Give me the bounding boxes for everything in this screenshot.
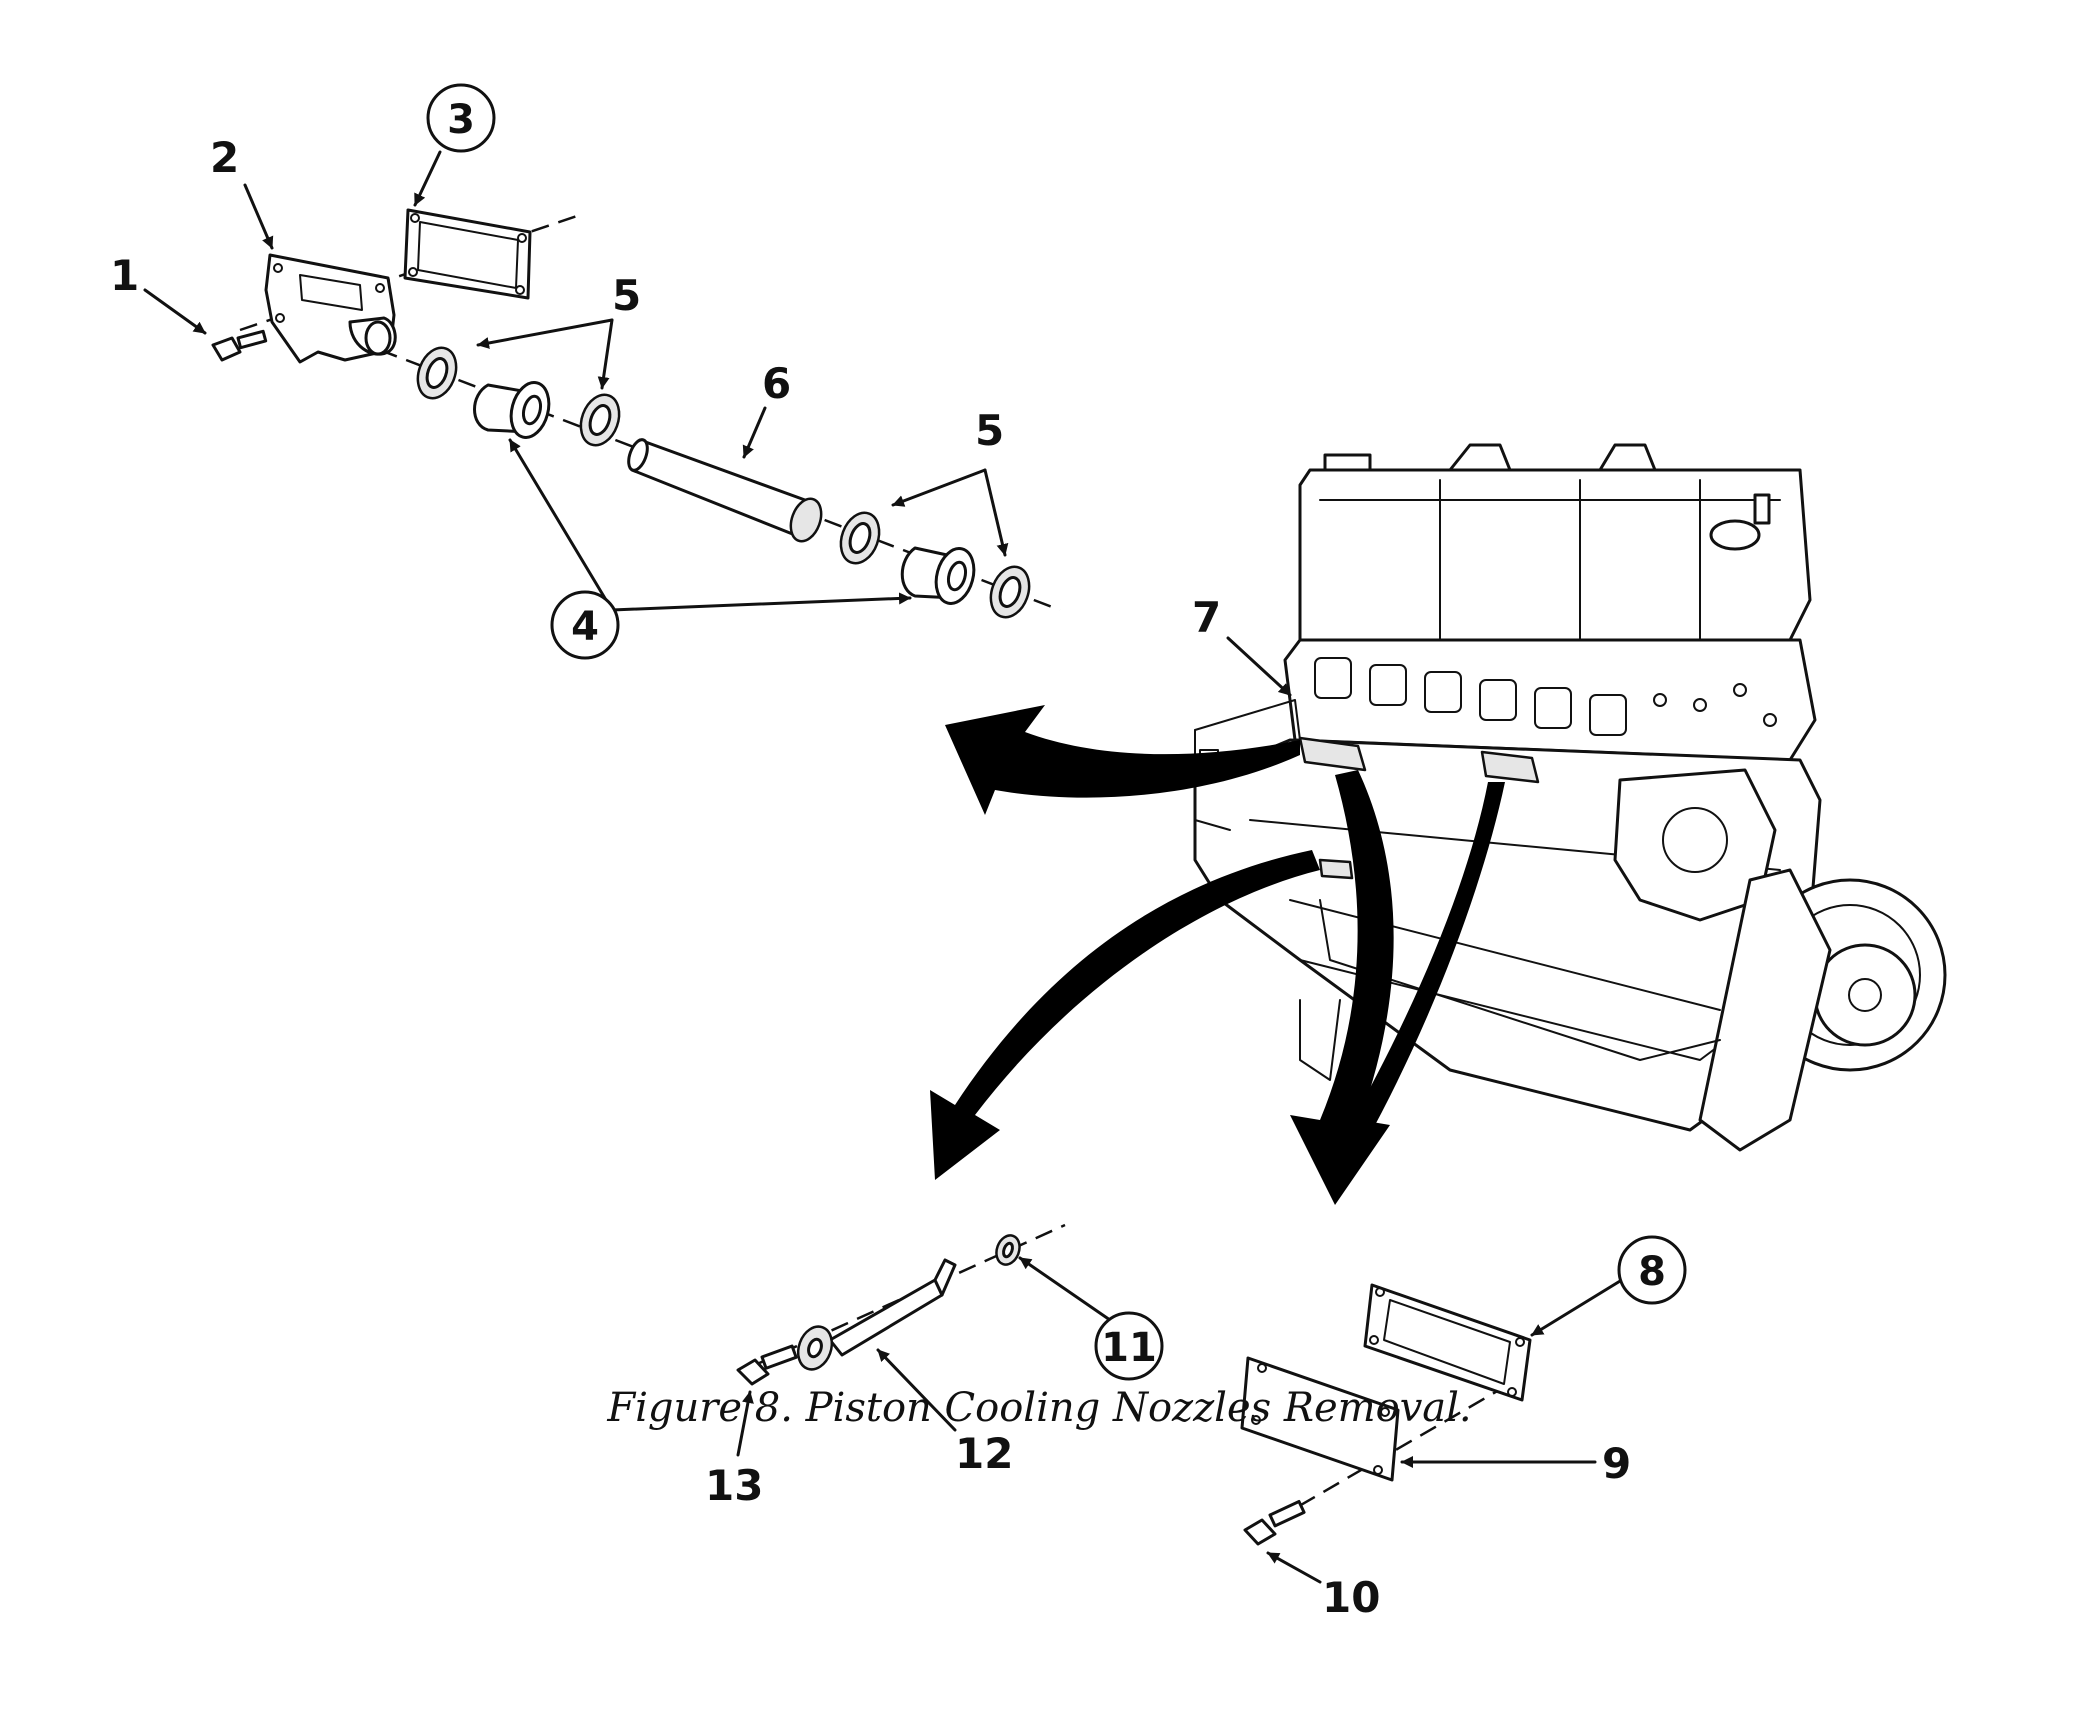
seal-ring-part: [839, 511, 881, 565]
callout-labels: 1 2 3 5 6 5 4 7 8 9 10 11 12 13: [110, 83, 1687, 1622]
removal-arrow: [930, 850, 1320, 1180]
callout-4: 4: [571, 604, 599, 650]
callout-5-left: 5: [612, 271, 641, 320]
callout-1: 1: [110, 251, 139, 300]
tube-part: [627, 438, 823, 543]
cover-part: [264, 253, 397, 364]
washer-part: [995, 1234, 1021, 1266]
figure-caption: Figure 8. Piston Cooling Nozzles Removal…: [607, 1385, 1472, 1431]
engine-block: [1193, 443, 1947, 1152]
upper-nozzle-assembly: [143, 150, 1061, 619]
sleeve-part: [473, 381, 551, 439]
seal-ring-part: [989, 565, 1031, 619]
callout-circle: [1094, 1311, 1164, 1381]
callout-11: 11: [1101, 1325, 1157, 1371]
callout-5-right: 5: [975, 406, 1004, 455]
removal-arrow: [1330, 782, 1505, 1170]
lower-cover-assembly: [1240, 1276, 1627, 1584]
callout-9: 9: [1602, 1439, 1631, 1488]
cover-plate-part: [1240, 1356, 1400, 1482]
bolt-part: [736, 1344, 798, 1386]
callout-3: 3: [447, 97, 475, 143]
lower-nozzle-assembly: [736, 1223, 1112, 1457]
callout-13: 13: [705, 1461, 763, 1510]
bolt-part: [1243, 1499, 1306, 1546]
callout-2: 2: [210, 133, 239, 182]
removal-arrow: [945, 705, 1300, 815]
bolt-part: [211, 329, 268, 362]
callout-circle: [426, 83, 496, 153]
seal-ring-part: [416, 346, 458, 400]
callout-12: 12: [955, 1429, 1013, 1478]
callout-8: 8: [1638, 1249, 1666, 1295]
callout-7: 7: [1192, 593, 1221, 642]
callout-circle: [1617, 1235, 1687, 1305]
sleeve-part: [900, 546, 976, 605]
callout-6: 6: [762, 359, 791, 408]
gasket-part: [1363, 1283, 1532, 1402]
gasket-part: [403, 208, 532, 300]
nozzle-part: [796, 1258, 957, 1371]
callout-10: 10: [1322, 1573, 1380, 1622]
callout-circle: [550, 590, 620, 660]
seal-ring-part: [579, 393, 621, 447]
